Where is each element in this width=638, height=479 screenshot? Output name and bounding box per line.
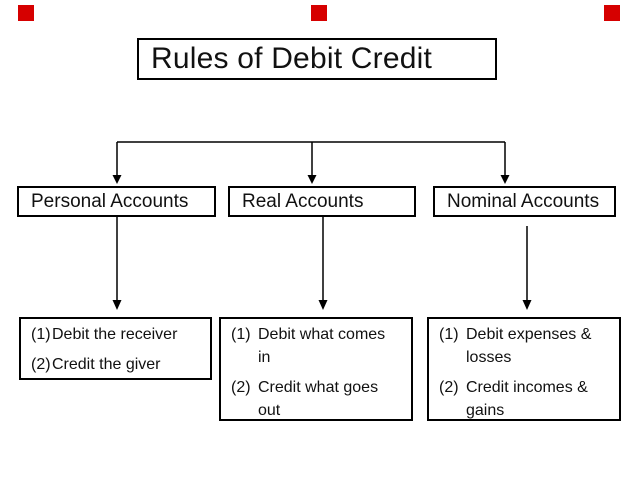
rule-box-nominal: (1) Debit expenses & losses (2) Credit i… <box>427 317 621 421</box>
rule-line: Credit what goes <box>258 379 379 396</box>
rule-text: Credit the giver <box>52 353 161 376</box>
rule-text: Credit incomes & gains <box>466 376 588 422</box>
rule-item: (1) Debit the receiver <box>31 323 204 346</box>
account-label: Nominal Accounts <box>447 190 600 212</box>
rule-line: Debit the receiver <box>52 326 178 343</box>
down-arrow-to-nominal <box>500 142 510 184</box>
down-arrow-to-real <box>307 142 317 184</box>
account-box-real: Real Accounts <box>228 186 416 217</box>
rule-number: (1) <box>231 326 251 343</box>
account-box-personal: Personal Accounts <box>17 186 216 217</box>
rule-line: gains <box>466 402 505 419</box>
rule-text: Debit what comes in <box>258 323 385 369</box>
rule-number: (1) <box>31 326 51 343</box>
rule-text: Credit what goes out <box>258 376 378 422</box>
red-square-marker-top-center <box>311 5 327 21</box>
account-box-nominal: Nominal Accounts <box>433 186 616 217</box>
rule-box-personal: (1) Debit the receiver (2) Credit the gi… <box>19 317 212 380</box>
rule-item: (1) Debit expenses & losses <box>439 323 613 369</box>
red-square-marker-top-right <box>604 5 620 21</box>
rule-number: (1) <box>439 326 459 343</box>
rule-line: out <box>258 402 281 419</box>
rule-text: Debit the receiver <box>52 323 177 346</box>
down-arrow-real-rules <box>318 217 328 310</box>
rule-line: in <box>258 349 271 366</box>
rule-line: Debit expenses & <box>466 326 592 343</box>
rule-text: Debit expenses & losses <box>466 323 591 369</box>
title-box: Rules of Debit Credit <box>137 38 497 80</box>
rule-item: (2) Credit incomes & gains <box>439 376 613 422</box>
rule-line: Credit the giver <box>52 356 161 373</box>
account-label: Personal Accounts <box>31 190 189 212</box>
rule-item: (2) Credit the giver <box>31 353 204 376</box>
rule-number: (2) <box>31 356 51 373</box>
page-title: Rules of Debit Credit <box>151 42 432 75</box>
rule-line: Credit incomes & <box>466 379 588 396</box>
down-arrow-to-personal <box>112 142 122 184</box>
rule-number: (2) <box>439 379 459 396</box>
down-arrow-nominal-rules <box>522 226 532 310</box>
down-arrow-personal-rules <box>112 217 122 310</box>
rule-line: losses <box>466 349 512 366</box>
account-label: Real Accounts <box>242 190 364 212</box>
red-square-marker-top-left <box>18 5 34 21</box>
rule-item: (2) Credit what goes out <box>231 376 405 422</box>
rule-number: (2) <box>231 379 251 396</box>
rule-line: Debit what comes <box>258 326 386 343</box>
rule-box-real: (1) Debit what comes in (2) Credit what … <box>219 317 413 421</box>
rule-item: (1) Debit what comes in <box>231 323 405 369</box>
